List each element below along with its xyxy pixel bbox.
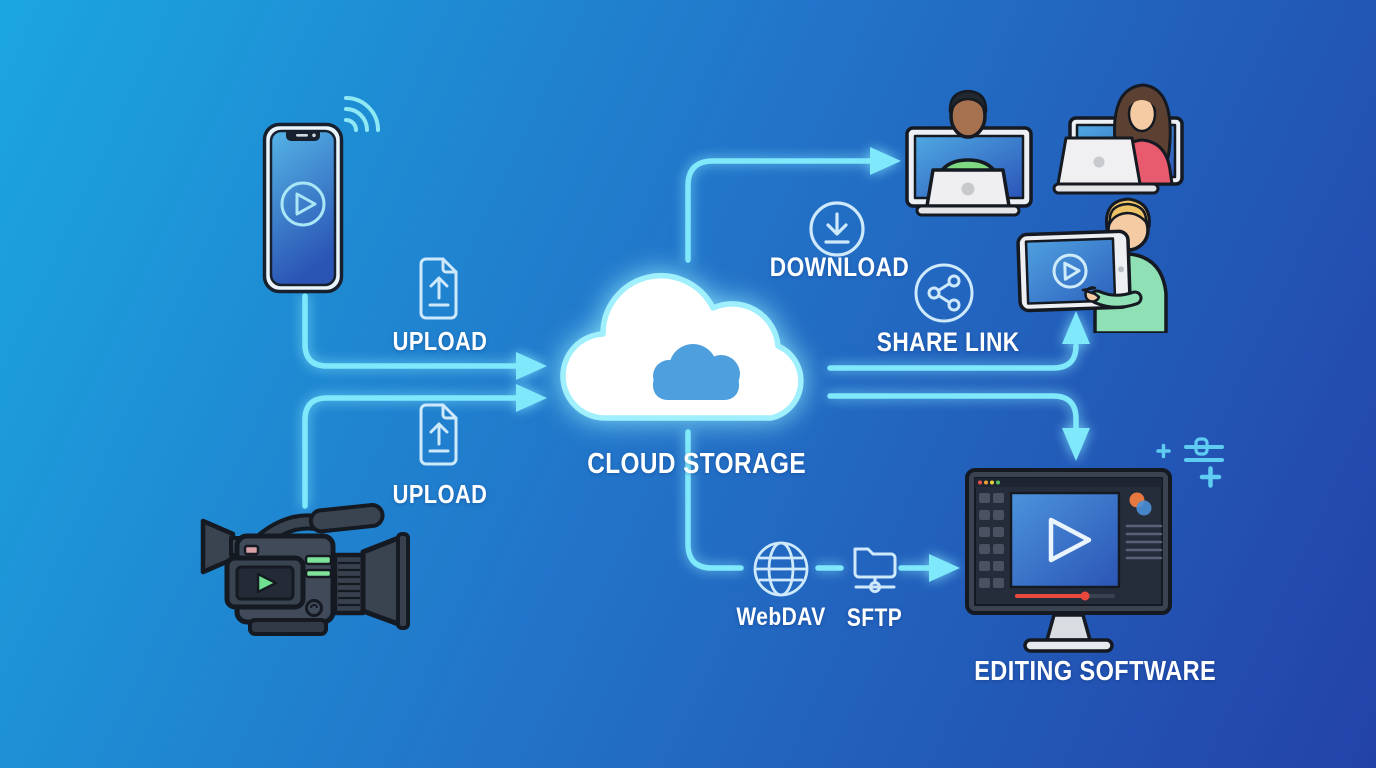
download-icon	[809, 201, 865, 257]
camera-rec-light	[243, 544, 260, 556]
globe-icon	[753, 541, 809, 597]
camera-microphone	[308, 503, 385, 534]
tablet-play-icon	[1052, 253, 1088, 289]
arrowhead-4	[929, 554, 960, 582]
camera-green-stripe-1	[304, 554, 333, 566]
plus-small	[1156, 443, 1171, 459]
sftp-folder-icon	[853, 547, 897, 593]
sftp-label: SFTP	[846, 604, 903, 632]
video-camera-icon	[200, 503, 410, 636]
video-preview	[1009, 491, 1121, 589]
file-upload-icon-top	[419, 257, 458, 320]
smartphone-icon	[262, 122, 344, 294]
woman-hair-front	[1128, 92, 1156, 108]
camera-base	[248, 618, 328, 636]
app-titlebar	[975, 478, 1162, 487]
file-upload-icon-bottom	[419, 403, 458, 466]
camera-green-stripe-2	[304, 568, 333, 579]
arrowhead-1	[516, 352, 547, 380]
monitor-stand	[1045, 613, 1092, 642]
tablet-home-button	[1118, 266, 1125, 273]
inner-cloud	[653, 344, 740, 400]
share-link-label: SHARE LINK	[876, 327, 1020, 357]
arrow-phone-to-cloud	[302, 293, 519, 369]
arrow-cloud-to-tablet	[827, 343, 1079, 371]
front-laptop-base	[915, 204, 1021, 217]
camera-knob	[305, 599, 323, 617]
editing-software-label: EDITING SOFTWARE	[974, 655, 1217, 686]
cloud-storage-label: CLOUD STORAGE	[587, 448, 807, 480]
download-label: DOWNLOAD	[769, 252, 910, 282]
line-cloud-to-webdav	[685, 429, 744, 571]
arrowhead-down	[1062, 428, 1090, 461]
share-icon	[914, 263, 974, 323]
monitor-base	[1023, 638, 1114, 653]
arrow-camera-to-cloud	[302, 395, 519, 509]
upload-label-bottom: UPLOAD	[392, 479, 488, 509]
arrowhead-3	[870, 147, 901, 175]
viewer-laptop-man	[905, 89, 1033, 217]
arrowhead-2	[516, 384, 547, 412]
tablet-viewer	[1016, 197, 1168, 333]
panel-lines	[1125, 524, 1163, 560]
arrowhead-up	[1062, 311, 1090, 344]
camera-play-icon	[256, 572, 278, 594]
cloud-storage-icon	[560, 272, 804, 421]
person-hand	[1081, 286, 1101, 303]
viewer-laptop-woman	[1052, 83, 1184, 195]
webdav-label: WebDAV	[736, 603, 826, 631]
camera-lens-hood	[360, 534, 404, 628]
playhead	[1080, 591, 1090, 601]
window-dots	[978, 480, 1000, 485]
adjust-sliders-icon	[1156, 437, 1224, 488]
clip-thumbnails	[979, 493, 1004, 588]
editing-monitor	[965, 468, 1172, 653]
man-hair	[948, 89, 988, 114]
play-icon	[280, 181, 326, 227]
arrow-cloud-to-laptops	[685, 158, 873, 263]
upload-label-top: UPLOAD	[392, 326, 488, 356]
laptop-logo	[961, 182, 975, 196]
laptop-logo	[1093, 156, 1105, 168]
white-laptop-base	[1052, 182, 1160, 195]
plus-big	[1199, 466, 1222, 488]
color-wheels	[1129, 492, 1152, 516]
preview-play-icon	[1048, 517, 1092, 563]
wifi-signal-icon	[344, 96, 380, 132]
arrow-cloud-to-monitor	[827, 393, 1079, 433]
